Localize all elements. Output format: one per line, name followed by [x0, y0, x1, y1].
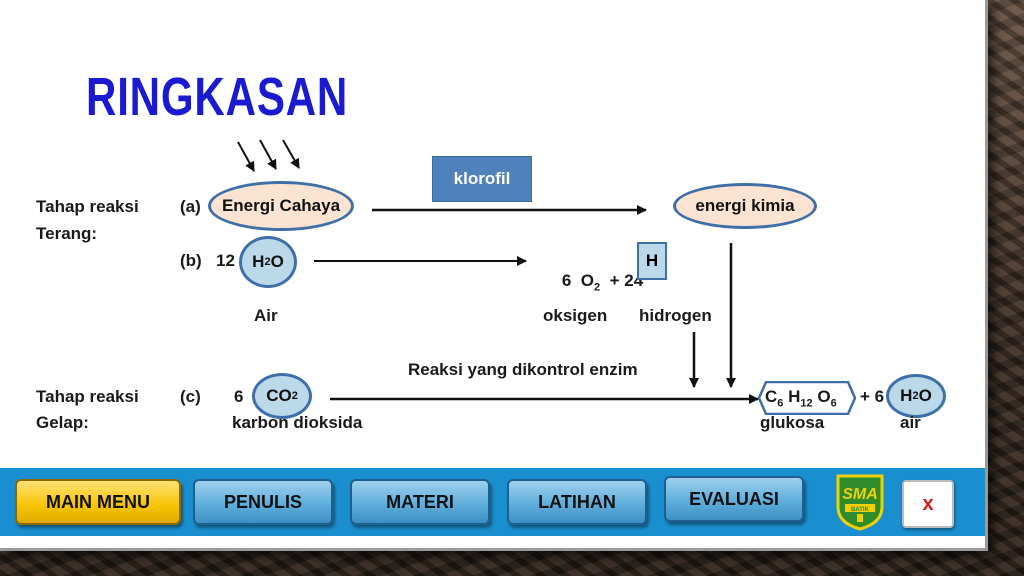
stage-light-line2: Terang: [36, 224, 98, 243]
row-c-label: (c) [180, 387, 201, 406]
hydrogen-box: H [637, 242, 667, 280]
sunlight-arrow-2 [259, 139, 277, 170]
reaction-arrows [237, 139, 759, 404]
latihan-button[interactable]: LATIHAN [507, 479, 647, 525]
glucose-formula: C6 H12 O6 [765, 387, 837, 410]
oxygen-label: oksigen [543, 306, 608, 325]
row-b-label: (b) [180, 251, 202, 270]
row-a-label: (a) [180, 197, 201, 216]
close-button[interactable]: x [902, 480, 954, 528]
light-energy-oval: Energi Cahaya [208, 181, 354, 231]
glucose-label: glukosa [760, 413, 825, 432]
svg-text:SMA: SMA [842, 486, 878, 503]
stage-light-line1: Tahap reaksi [36, 197, 139, 216]
page-title: RINGKASAN [86, 67, 349, 127]
water-caption: Air [254, 306, 278, 325]
co2-caption: karbon dioksida [232, 413, 363, 432]
water-coef: + 6 [860, 387, 885, 406]
penulis-button[interactable]: PENULIS [193, 479, 333, 525]
water-product-label: air [900, 413, 921, 432]
stage-dark-line2: Gelap: [36, 413, 89, 432]
sunlight-arrow-1 [237, 141, 255, 172]
stage-dark-line1: Tahap reaksi [36, 387, 139, 406]
glucose-hexagon [758, 381, 856, 415]
svg-text:BATIK: BATIK [851, 507, 870, 513]
chlorophyll-box: klorofil [432, 156, 532, 202]
slide: RINGKASAN Tahap reaksi Terang: Tahap rea… [0, 0, 988, 551]
chemical-energy-oval: energi kimia [673, 183, 817, 229]
row-b-coef: 12 [216, 251, 235, 270]
main-menu-button[interactable]: MAIN MENU [15, 479, 181, 525]
hydrogen-label: hidrogen [639, 306, 712, 325]
materi-button[interactable]: MATERI [350, 479, 490, 525]
school-logo-icon[interactable]: SMA BATIK [835, 473, 885, 531]
product-oxygen: 6 O2 + 24 [561, 271, 644, 294]
row-c-coef: 6 [234, 387, 244, 406]
evaluasi-button[interactable]: EVALUASI [664, 476, 804, 522]
enzyme-label: Reaksi yang dikontrol enzim [408, 360, 638, 379]
sunlight-arrow-3 [282, 139, 300, 169]
